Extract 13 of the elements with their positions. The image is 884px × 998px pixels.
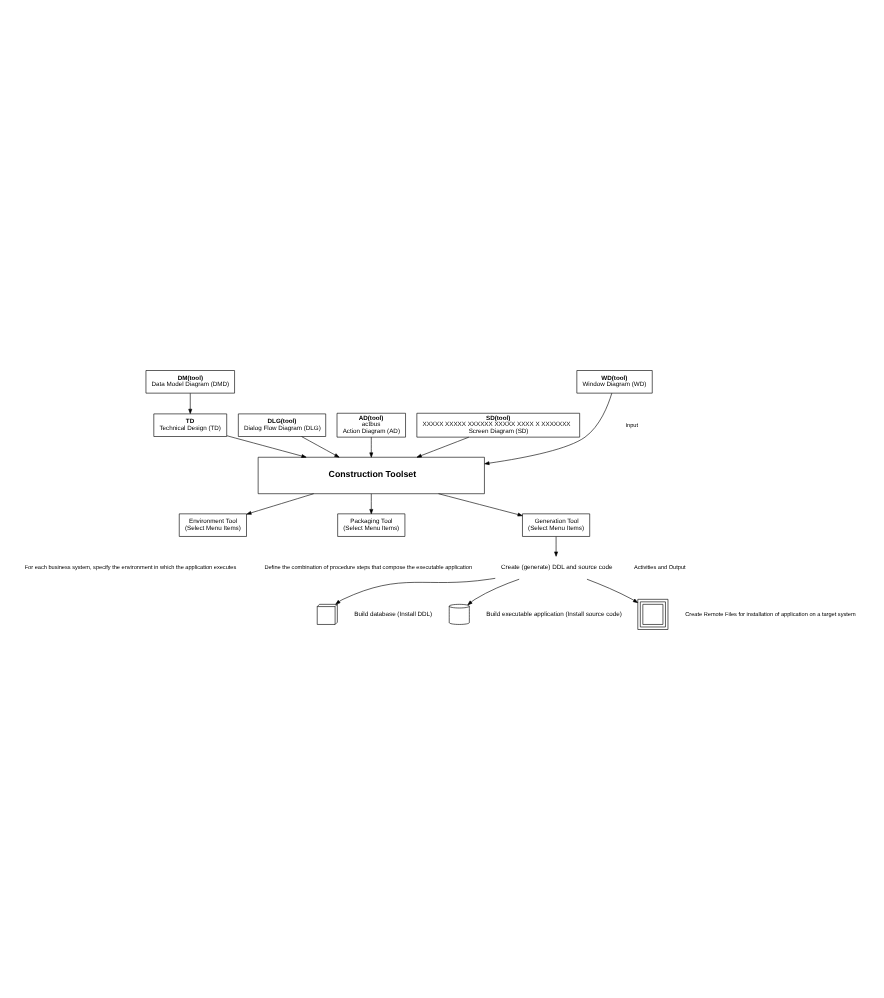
arrow	[586, 577, 639, 602]
arrow	[188, 392, 193, 413]
arrow	[554, 535, 558, 556]
arrow	[246, 492, 314, 514]
arrow	[467, 577, 520, 605]
arrow	[301, 435, 340, 457]
arrow	[484, 391, 613, 464]
arrow	[369, 492, 374, 514]
arrow	[226, 434, 307, 457]
arrow	[369, 435, 374, 457]
arrow	[335, 577, 496, 604]
arrow	[416, 435, 470, 457]
arrow	[438, 492, 523, 516]
